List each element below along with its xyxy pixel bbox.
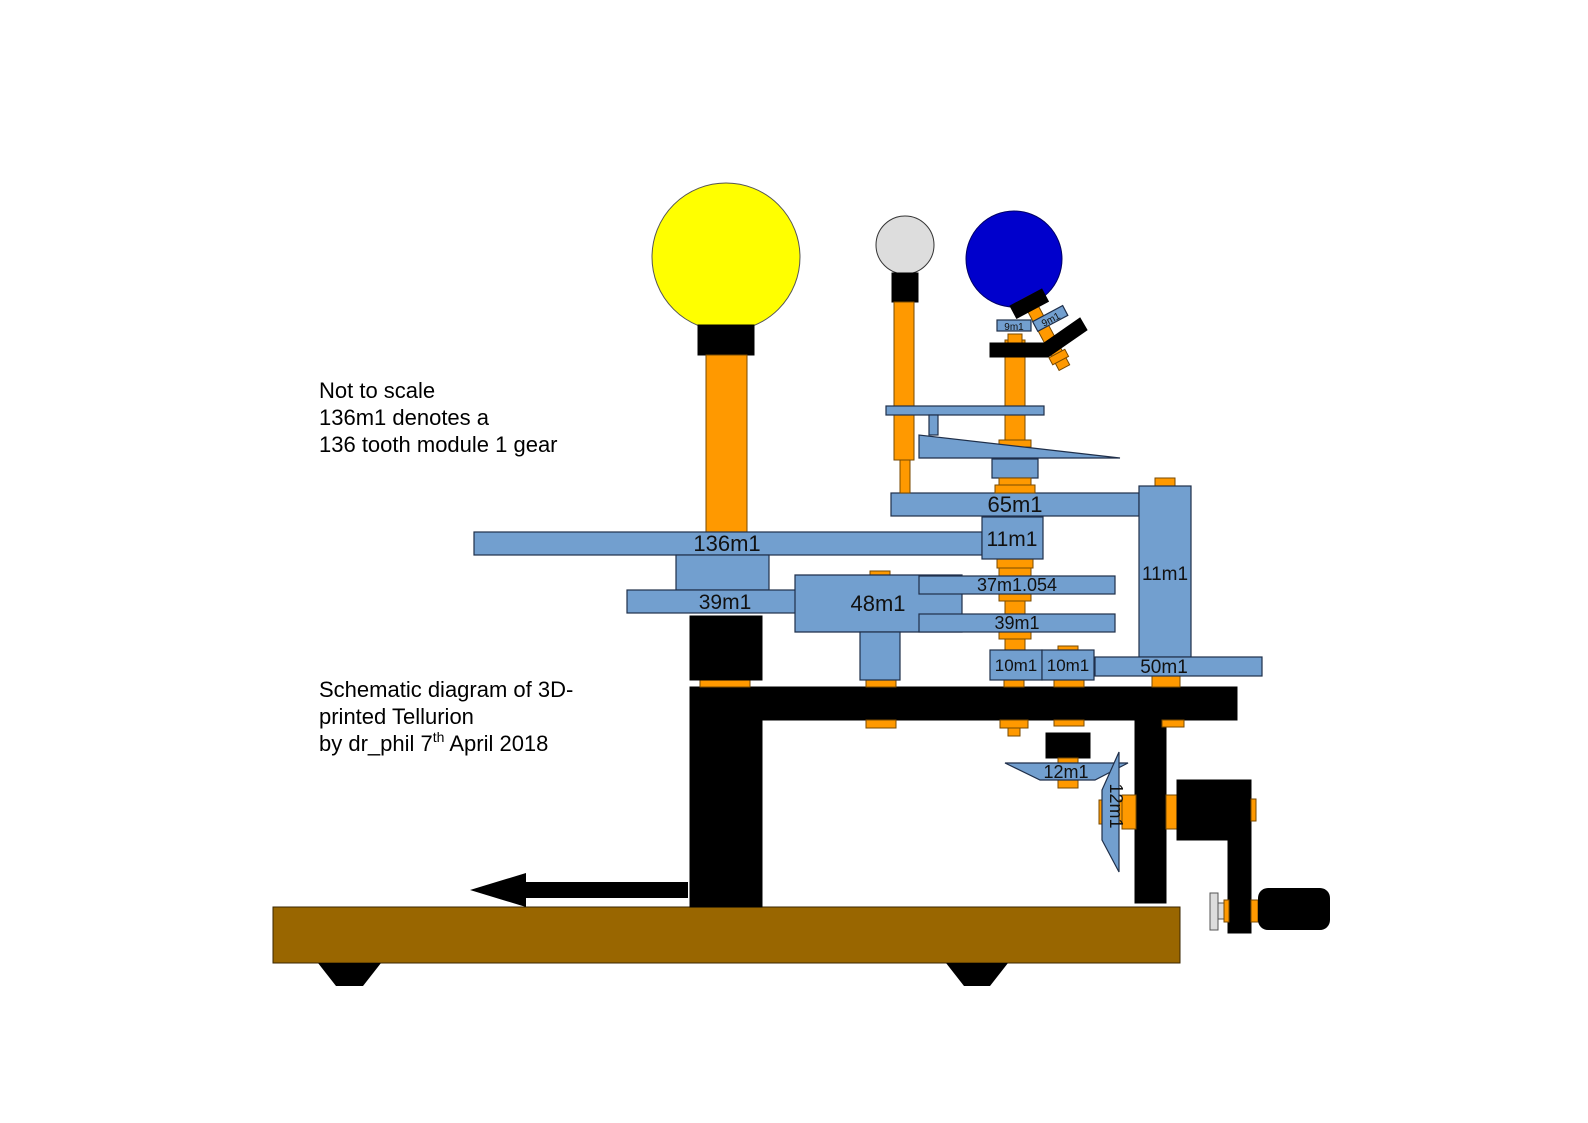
gear-10m1-b	[1041, 649, 1095, 681]
gear-label: 39m1	[994, 613, 1039, 633]
moon-arm	[885, 405, 1045, 416]
caption-line: by dr_phil 7th April 2018	[319, 729, 548, 756]
gear-label: 12m1	[1043, 762, 1088, 782]
crank-knob	[1258, 888, 1330, 930]
caption-superscript: th	[433, 729, 445, 745]
shaft-48m1	[859, 631, 901, 681]
gear-label: 39m1	[699, 591, 752, 614]
gear-37m1-054	[918, 575, 1116, 595]
gear-9m1-tilted	[1031, 304, 1069, 333]
gear-label: 65m1	[987, 492, 1042, 517]
caption-author-date: by dr_phil 7	[319, 731, 433, 756]
note-line: 136 tooth module 1 gear	[319, 432, 558, 457]
gear-label: 37m1.054	[977, 575, 1057, 595]
frame	[689, 686, 1238, 908]
moon	[875, 215, 935, 494]
gear-label: 48m1	[850, 591, 905, 616]
caption-date: April 2018	[444, 731, 548, 756]
gear-10m1-a	[989, 649, 1043, 681]
sun	[651, 182, 801, 533]
note-line: 136m1 denotes a	[319, 405, 490, 430]
foot-left	[318, 963, 381, 986]
crank-handle	[1165, 779, 1330, 934]
note-line: Not to scale	[319, 378, 435, 403]
gear-39m1-right	[918, 613, 1116, 633]
direction-arrow-icon	[470, 873, 688, 907]
gear-label: 12m1	[1106, 783, 1126, 828]
caption-line: Schematic diagram of 3D-	[319, 677, 573, 702]
gear-11m1-center	[981, 516, 1044, 560]
collar	[991, 458, 1039, 479]
gear-label: 11m1	[1142, 564, 1188, 585]
gear-label: 10m1	[1047, 656, 1090, 675]
gear-11m1-vertical	[1138, 485, 1192, 658]
gear-label: 50m1	[1140, 657, 1188, 678]
bevel-gear-12m1-vertical	[1101, 751, 1120, 873]
moon-cam	[918, 434, 1121, 459]
earth	[965, 210, 1088, 372]
gear-50m1	[1094, 656, 1263, 677]
bevel-gear-12m1-horizontal	[1004, 762, 1129, 781]
bevel-block	[1045, 732, 1091, 759]
arm-peg	[928, 414, 939, 436]
base	[272, 906, 1181, 986]
gear-label: 136m1	[693, 531, 760, 556]
bearing-block	[689, 615, 763, 681]
gear-label: 10m1	[995, 656, 1038, 675]
gear-label: 11m1	[987, 528, 1038, 551]
hub	[675, 554, 770, 591]
caption-line: printed Tellurion	[319, 704, 474, 729]
foot-right	[946, 963, 1008, 986]
gear-9m1-flat	[996, 319, 1032, 332]
gear-label: 9m1	[1004, 322, 1024, 333]
